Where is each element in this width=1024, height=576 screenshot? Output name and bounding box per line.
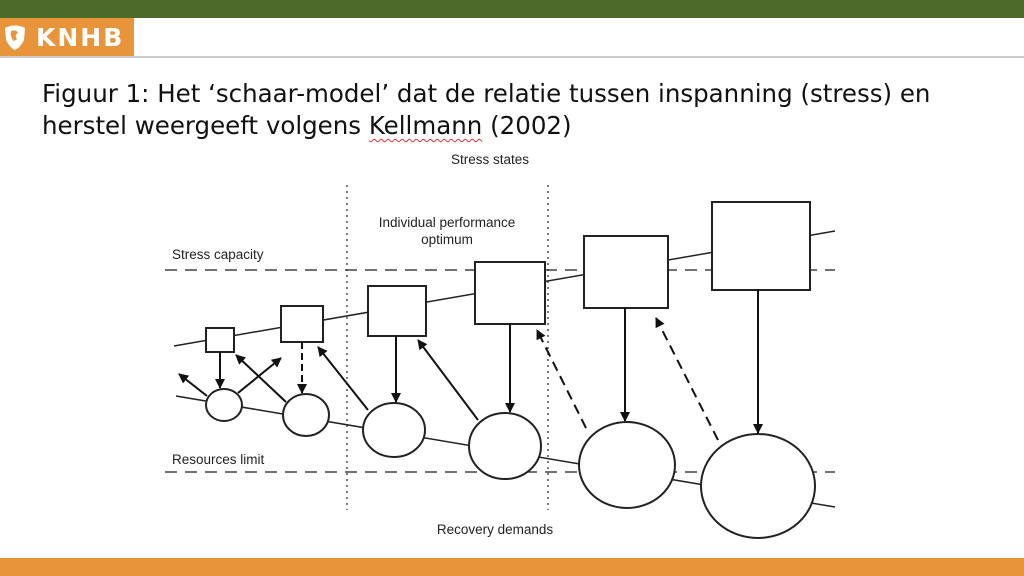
- title-year: (2002): [482, 111, 572, 140]
- bottom-orange-bar: [0, 558, 1024, 576]
- slide-title: Figuur 1: Het ‘schaar-model’ dat de rela…: [42, 78, 1002, 142]
- arrows: [178, 290, 763, 441]
- header-divider: [0, 56, 1024, 58]
- title-text: Figuur 1: Het ‘schaar-model’ dat de rela…: [42, 79, 931, 140]
- recovery-circles: [205, 388, 816, 539]
- label-stress-capacity: Stress capacity: [172, 247, 264, 262]
- stress-state-dividers: [346, 185, 549, 510]
- label-stress-states: Stress states: [451, 152, 529, 167]
- label-recovery-demands: Recovery demands: [437, 522, 554, 537]
- shield-lion-icon: [5, 25, 25, 50]
- label-performance-optimum-2: optimum: [421, 232, 473, 247]
- label-resources-limit: Resources limit: [172, 452, 265, 467]
- title-reference: Kellmann: [368, 111, 483, 140]
- knhb-logo: KNHB: [0, 18, 134, 56]
- logo-text: KNHB: [36, 22, 125, 52]
- stress-boxes: [205, 201, 811, 353]
- label-performance-optimum-1: Individual performance: [379, 215, 516, 230]
- top-green-bar: [0, 0, 1024, 18]
- threshold-lines: [165, 269, 835, 473]
